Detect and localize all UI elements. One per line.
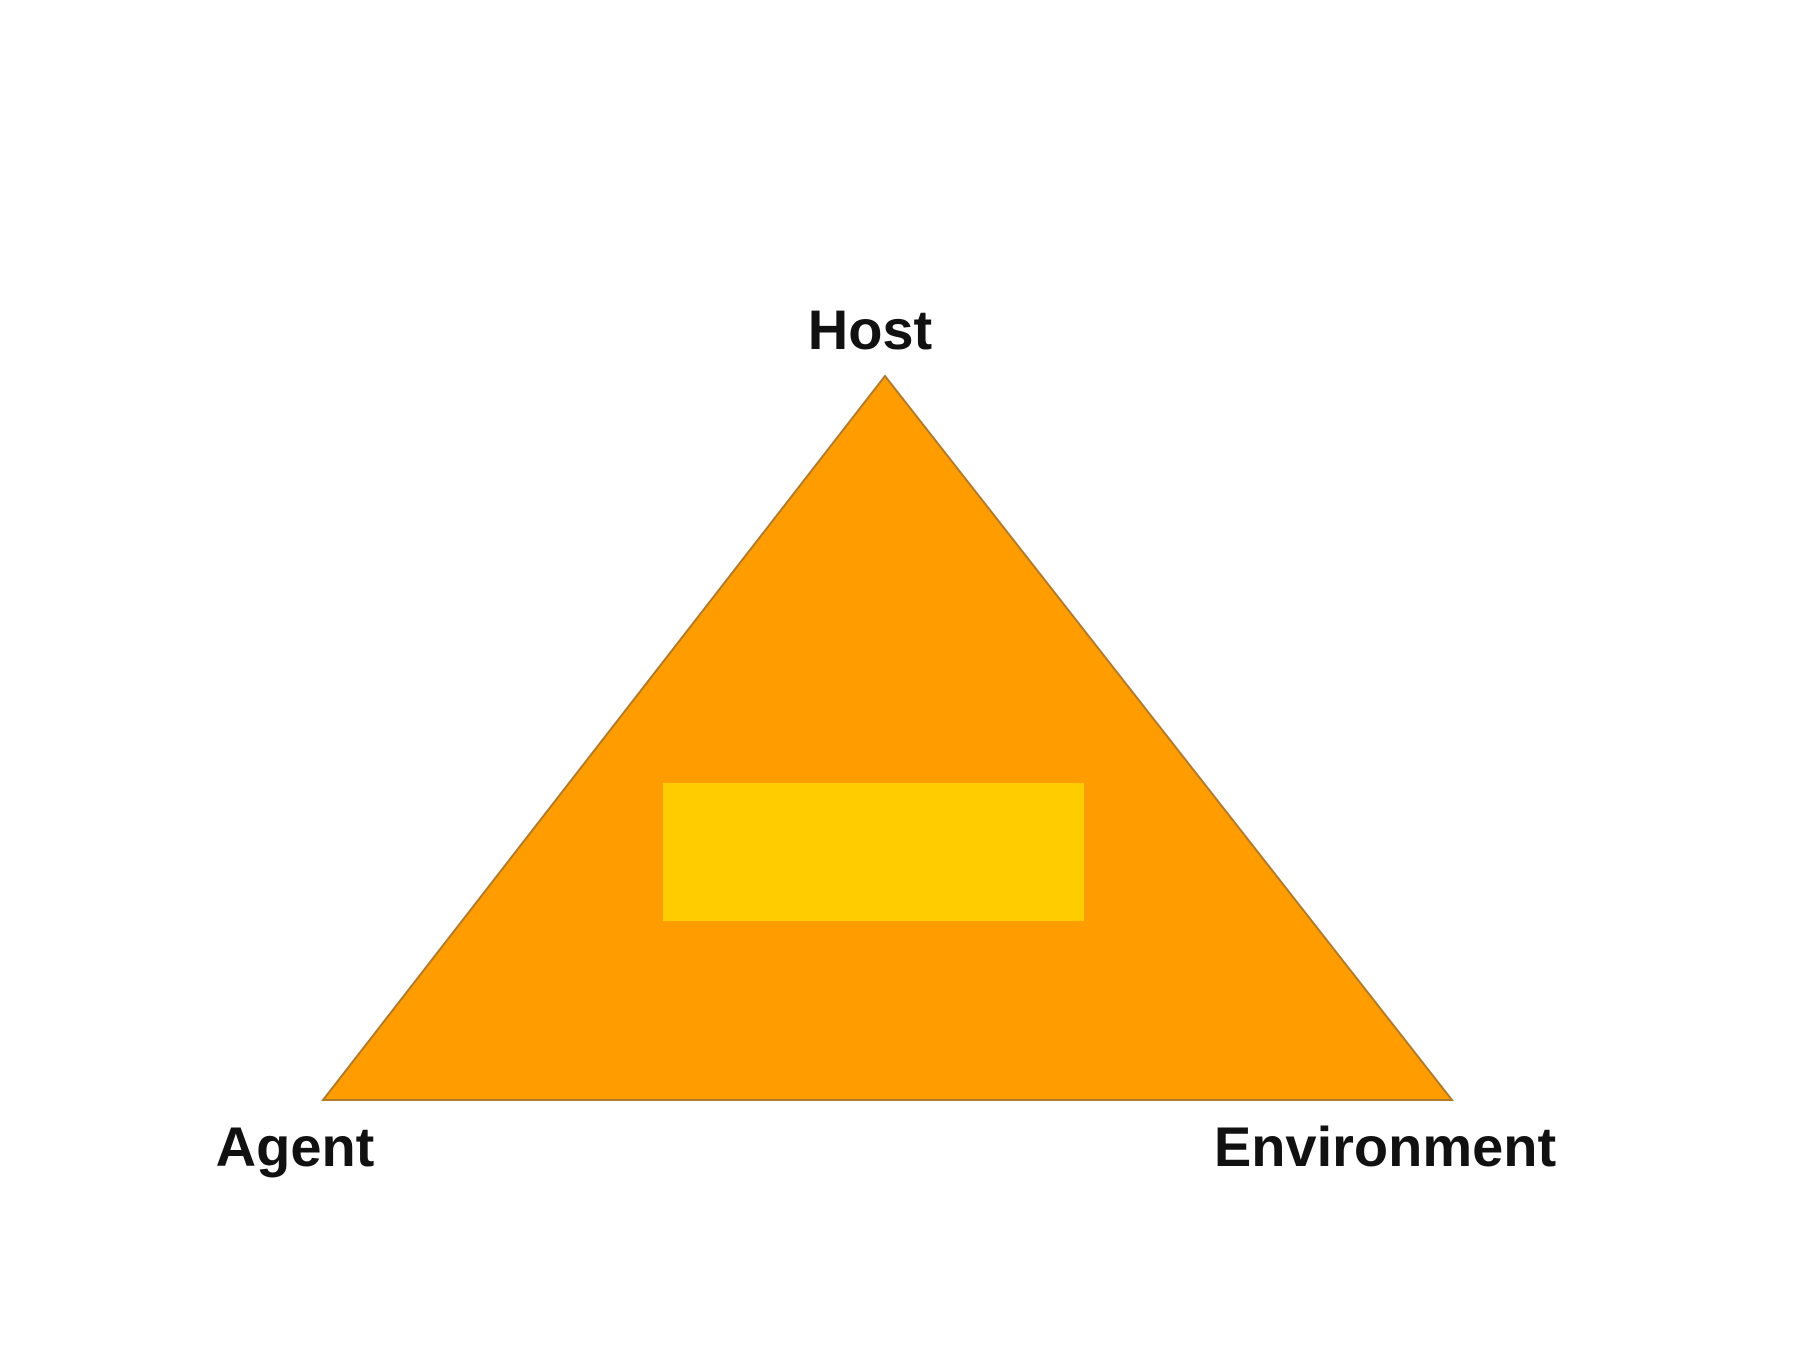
center-box bbox=[663, 783, 1084, 921]
triangle-shape bbox=[320, 374, 1455, 1101]
environment-label: Environment bbox=[1214, 1115, 1556, 1178]
agent-label: Agent bbox=[216, 1115, 375, 1178]
host-label: Host bbox=[808, 298, 932, 361]
